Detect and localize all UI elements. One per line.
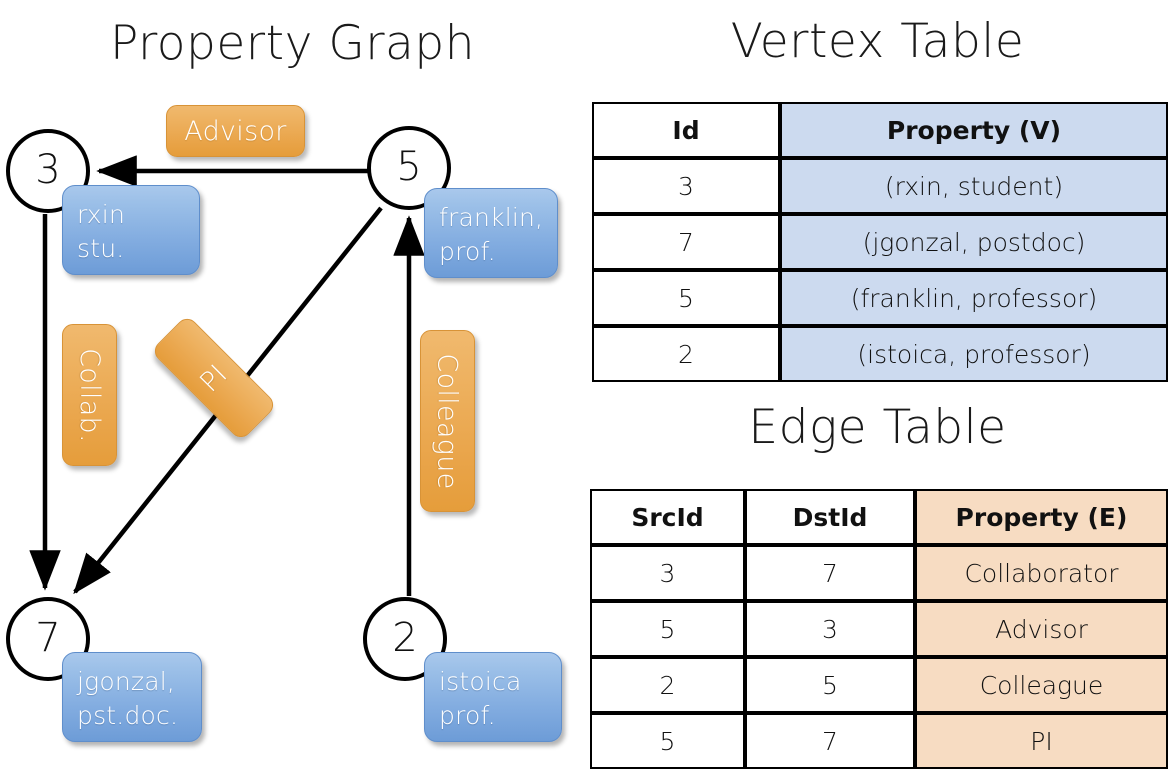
edge-label-advisor[interactable]: Advisor	[166, 105, 305, 157]
vertex-id-cell: 5	[592, 270, 780, 326]
edge-label-colleague-text: Colleague	[432, 352, 464, 490]
edge-property-cell: PI	[915, 713, 1168, 769]
edge-srcid-cell: 5	[590, 713, 745, 769]
vertex-id-cell: 7	[592, 214, 780, 270]
table-header-row: SrcId DstId Property (E)	[590, 489, 1168, 545]
page-title-edge-table: Edge Table	[748, 400, 1007, 455]
edge-dstid-cell: 5	[745, 657, 915, 713]
edge-srcid-cell: 5	[590, 601, 745, 657]
vertex-property-cell: (rxin, student)	[780, 158, 1168, 214]
table-row[interactable]: 3 (rxin, student)	[592, 158, 1168, 214]
graph-node-7-id: 7	[35, 615, 61, 662]
table-row[interactable]: 5 3 Advisor	[590, 601, 1168, 657]
edge-table-header-dstid: DstId	[745, 489, 915, 545]
edge-label-colleague[interactable]: Colleague	[420, 330, 475, 512]
vertex-table: Id Property (V) 3 (rxin, student) 7 (jgo…	[592, 102, 1168, 382]
vertex-property-cell: (istoica, professor)	[780, 326, 1168, 382]
edge-table-header-property: Property (E)	[915, 489, 1168, 545]
graph-node-5-id: 5	[396, 144, 422, 191]
vertex-table-header-id: Id	[592, 102, 780, 158]
table-row[interactable]: 2 (istoica, professor)	[592, 326, 1168, 382]
table-row[interactable]: 2 5 Colleague	[590, 657, 1168, 713]
edge-label-collab-text: Collab.	[74, 347, 105, 443]
edge-table: SrcId DstId Property (E) 3 7 Collaborato…	[590, 489, 1168, 769]
edge-property-cell: Collaborator	[915, 545, 1168, 601]
vertex-property-cell: (franklin, professor)	[780, 270, 1168, 326]
page-title-vertex-table: Vertex Table	[730, 14, 1025, 69]
table-row[interactable]: 5 7 PI	[590, 713, 1168, 769]
property-graph-panel: Property Graph 3 5 7 2 rxin stu. frankli…	[0, 0, 585, 760]
edge-dstid-cell: 7	[745, 545, 915, 601]
vertex-property-line-2: stu.	[77, 234, 125, 263]
vertex-property-line-1: istoica	[439, 667, 522, 696]
vertex-property-box-franklin[interactable]: franklin, prof.	[424, 188, 558, 278]
vertex-id-cell: 2	[592, 326, 780, 382]
graph-node-5[interactable]: 5	[367, 126, 451, 210]
table-row[interactable]: 5 (franklin, professor)	[592, 270, 1168, 326]
edge-dstid-cell: 7	[745, 713, 915, 769]
edge-srcid-cell: 2	[590, 657, 745, 713]
vertex-property-box-jgonzal[interactable]: jgonzal, pst.doc.	[62, 652, 202, 742]
table-row[interactable]: 3 7 Collaborator	[590, 545, 1168, 601]
vertex-property-box-rxin[interactable]: rxin stu.	[62, 185, 200, 275]
edge-label-pi-text: PI	[194, 358, 234, 398]
graph-node-2[interactable]: 2	[363, 597, 447, 681]
vertex-property-line-2: prof.	[439, 701, 496, 730]
vertex-property-line-2: pst.doc.	[77, 701, 179, 730]
edge-srcid-cell: 3	[590, 545, 745, 601]
vertex-property-line-1: franklin,	[439, 203, 544, 232]
edge-label-collab[interactable]: Collab.	[62, 324, 117, 466]
table-row[interactable]: 7 (jgonzal, postdoc)	[592, 214, 1168, 270]
vertex-property-line-2: prof.	[439, 237, 496, 266]
graph-node-3-id: 3	[35, 147, 61, 194]
edge-label-advisor-text: Advisor	[184, 115, 287, 147]
edge-property-cell: Advisor	[915, 601, 1168, 657]
vertex-property-cell: (jgonzal, postdoc)	[780, 214, 1168, 270]
edge-dstid-cell: 3	[745, 601, 915, 657]
vertex-property-box-istoica[interactable]: istoica prof.	[424, 652, 562, 742]
page-title-property-graph: Property Graph	[110, 16, 475, 71]
edge-property-cell: Colleague	[915, 657, 1168, 713]
graph-node-2-id: 2	[392, 615, 418, 662]
vertex-table-header-property: Property (V)	[780, 102, 1168, 158]
vertex-id-cell: 3	[592, 158, 780, 214]
edge-table-header-srcid: SrcId	[590, 489, 745, 545]
vertex-property-line-1: jgonzal,	[77, 667, 176, 696]
vertex-property-line-1: rxin	[77, 200, 125, 229]
table-header-row: Id Property (V)	[592, 102, 1168, 158]
